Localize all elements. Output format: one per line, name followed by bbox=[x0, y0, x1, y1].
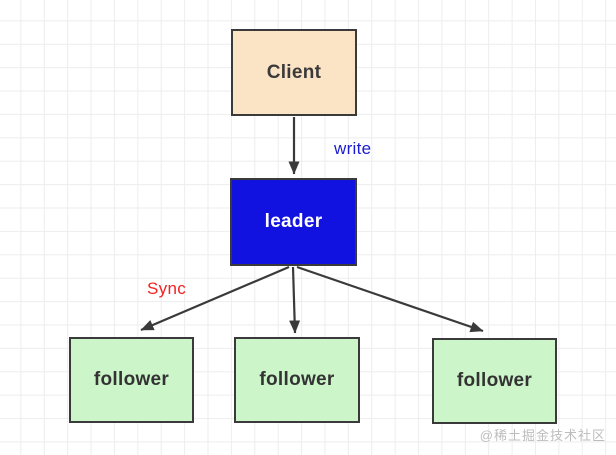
follower-node-2-label: follower bbox=[259, 369, 335, 390]
follower-node-1: follower bbox=[69, 337, 194, 423]
leader-node: leader bbox=[230, 178, 357, 266]
client-node-label: Client bbox=[266, 61, 322, 83]
edge-leader-follower-3 bbox=[296, 265, 484, 333]
leader-node-label: leader bbox=[264, 211, 323, 232]
follower-node-3: follower bbox=[432, 338, 557, 424]
follower-node-3-label: follower bbox=[456, 370, 533, 391]
edge-leader-follower-2 bbox=[289, 266, 301, 334]
follower-node-2: follower bbox=[234, 337, 360, 423]
watermark: @稀土掘金技术社区 bbox=[479, 428, 606, 443]
sync-edge-label: Sync bbox=[147, 279, 186, 298]
client-node: Client bbox=[231, 29, 357, 116]
write-edge-label: write bbox=[334, 139, 372, 158]
follower-node-1-label: follower bbox=[93, 369, 170, 390]
